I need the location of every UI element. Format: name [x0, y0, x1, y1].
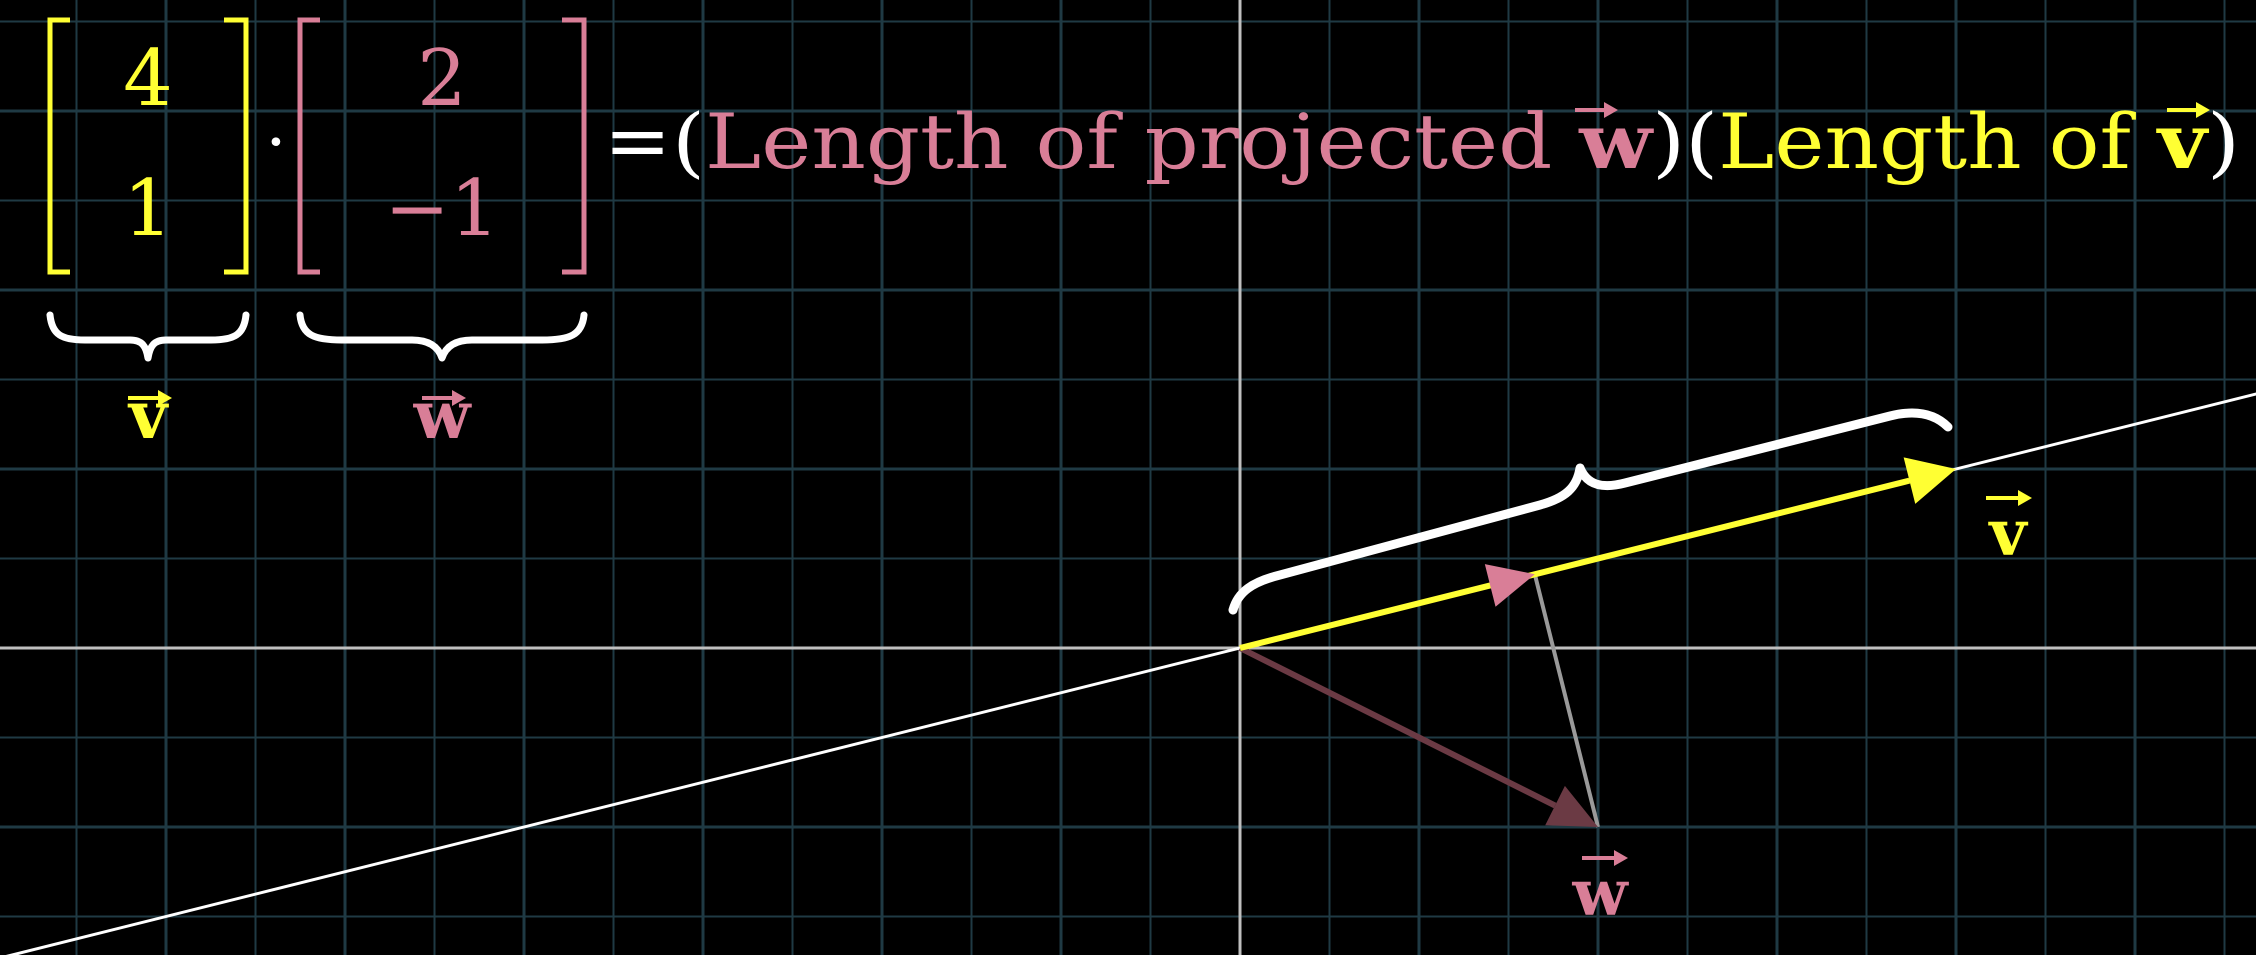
matrix-v-entry-top: 4 [123, 34, 173, 124]
paren-open-1: ( [672, 97, 705, 186]
vector-arrow-accent-icon [2018, 490, 2032, 506]
vector-arrow-accent-icon [158, 390, 172, 406]
vector-w-arrowhead [1545, 785, 1598, 827]
matrix-v-right-bracket [224, 17, 249, 275]
vector-v-shaft [1239, 477, 1911, 651]
projected-w-vector [1484, 564, 1535, 607]
equation-v-arrow-accent [2167, 102, 2210, 118]
vector-w-label: w [1571, 850, 1629, 931]
vector-v-label-text: v [1987, 496, 2028, 571]
underbrace-v-label: v [127, 376, 169, 454]
matrix-w-entry-bottom: −1 [385, 164, 500, 254]
dot-product-symbol: · [266, 104, 287, 181]
matrix-w-entry-top: 2 [417, 34, 467, 124]
projected-w-arrowhead [1484, 564, 1535, 607]
vector-w-label-text: w [1571, 856, 1629, 931]
matrix-v-entry-bottom: 1 [123, 164, 173, 254]
vector-arrow-accent-icon [1604, 102, 1618, 118]
projection-brace [1228, 408, 1953, 615]
vector-v [1239, 457, 1956, 651]
equation-rhs: (Length of projected w)(Length of v) [672, 97, 2240, 186]
vector-w [1238, 645, 1598, 827]
vector-arrow-accent-icon [1614, 850, 1628, 866]
equation-text-2: Length of [1718, 97, 2158, 186]
vector-w-shaft [1238, 645, 1557, 809]
vector-arrow-accent-icon [2196, 102, 2210, 118]
matrix-w-left-bracket [297, 17, 320, 275]
underbrace-w-label: w [413, 376, 473, 454]
vector-v-arrowhead [1903, 457, 1956, 504]
span-line-of-v [5, 392, 2256, 955]
matrix-v-left-bracket [47, 17, 70, 275]
equation-text-1: Length of projected [705, 97, 1579, 186]
equals-sign: = [604, 94, 671, 187]
paren-close-1: ) [1652, 97, 1685, 186]
equation-w-arrow-accent [1575, 102, 1618, 118]
underbrace-v: v [46, 311, 250, 454]
matrix-v: 4 1 [47, 17, 249, 275]
matrix-w: 2 −1 [297, 17, 587, 275]
projection-line [1532, 573, 1600, 828]
paren-close-2: ) [2207, 97, 2240, 186]
underbrace-w: w [296, 311, 588, 454]
matrix-w-right-bracket [562, 17, 587, 275]
vector-arrow-accent-icon [452, 390, 466, 406]
vector-v-label: v [1986, 490, 2032, 571]
paren-open-2: ( [1685, 97, 1718, 186]
